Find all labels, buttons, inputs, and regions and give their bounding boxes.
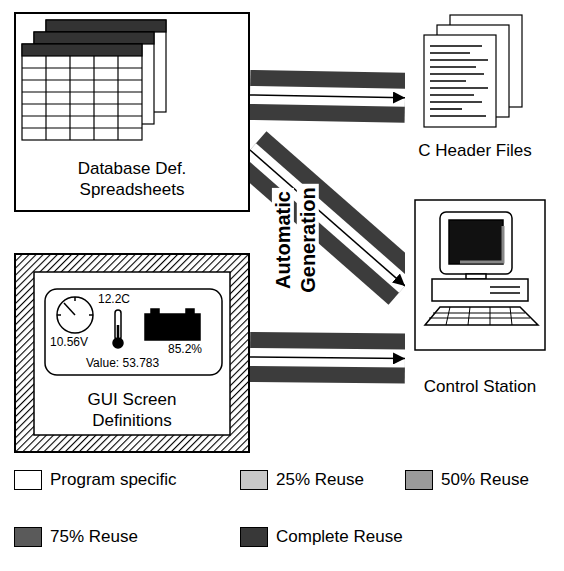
- spreadsheet-icon: [22, 20, 166, 140]
- legend-label: Program specific: [50, 470, 177, 490]
- node-label: Control Station: [407, 376, 553, 397]
- node-label: C Header Files: [407, 140, 543, 161]
- legend-entry: 25% Reuse: [240, 470, 364, 490]
- legend-label: 50% Reuse: [441, 470, 529, 490]
- band-channel: [250, 357, 405, 359]
- file-output: C Header Files: [405, 12, 545, 167]
- legend-entry: Program specific: [14, 470, 177, 490]
- reuse-band: [250, 357, 405, 359]
- gauge-value: 10.56V: [50, 335, 88, 349]
- computer-icon: [415, 200, 545, 350]
- process-note: Generation: [297, 184, 319, 296]
- gauge-icon: [45, 289, 222, 375]
- legend-swatch: [14, 470, 42, 490]
- legend-entry: Complete Reuse: [240, 527, 403, 547]
- legend-label: 25% Reuse: [276, 470, 364, 490]
- box-ground: [405, 195, 555, 397]
- legend-entry: 75% Reuse: [14, 527, 138, 547]
- station-output: Control Station: [405, 195, 555, 397]
- legend-label: Complete Reuse: [276, 527, 403, 547]
- band-body: [250, 95, 405, 98]
- legend-swatch: [240, 470, 268, 490]
- gauge-value: 85.2%: [168, 342, 202, 356]
- hatched-frame: [14, 253, 250, 453]
- node-label: GUI Screen Definitions: [47, 389, 217, 431]
- flow-arrow: [250, 357, 405, 359]
- process-box: Database Def. Spreadsheets: [14, 12, 250, 212]
- flow-arrow: [250, 95, 405, 98]
- node-label: Database Def. Spreadsheets: [47, 158, 217, 200]
- gauge-value: 12.2C: [98, 292, 130, 306]
- process-box: GUI Screen Definitions: [14, 253, 250, 453]
- legend-swatch: [14, 527, 42, 547]
- legend-label: 75% Reuse: [50, 527, 138, 547]
- reuse-band: [250, 95, 405, 98]
- inner-panel: [34, 272, 230, 435]
- legend-entry: 50% Reuse: [405, 470, 529, 490]
- process-note: Automatic: [272, 188, 294, 292]
- gauge-value: Value: 53.783: [86, 356, 159, 370]
- box-ground: [14, 12, 250, 212]
- box-ground: [405, 12, 545, 167]
- document-stack-icon: [424, 15, 522, 127]
- band-channel: [250, 95, 405, 98]
- legend-swatch: [405, 470, 433, 490]
- legend-swatch: [240, 527, 268, 547]
- band-body: [250, 357, 405, 359]
